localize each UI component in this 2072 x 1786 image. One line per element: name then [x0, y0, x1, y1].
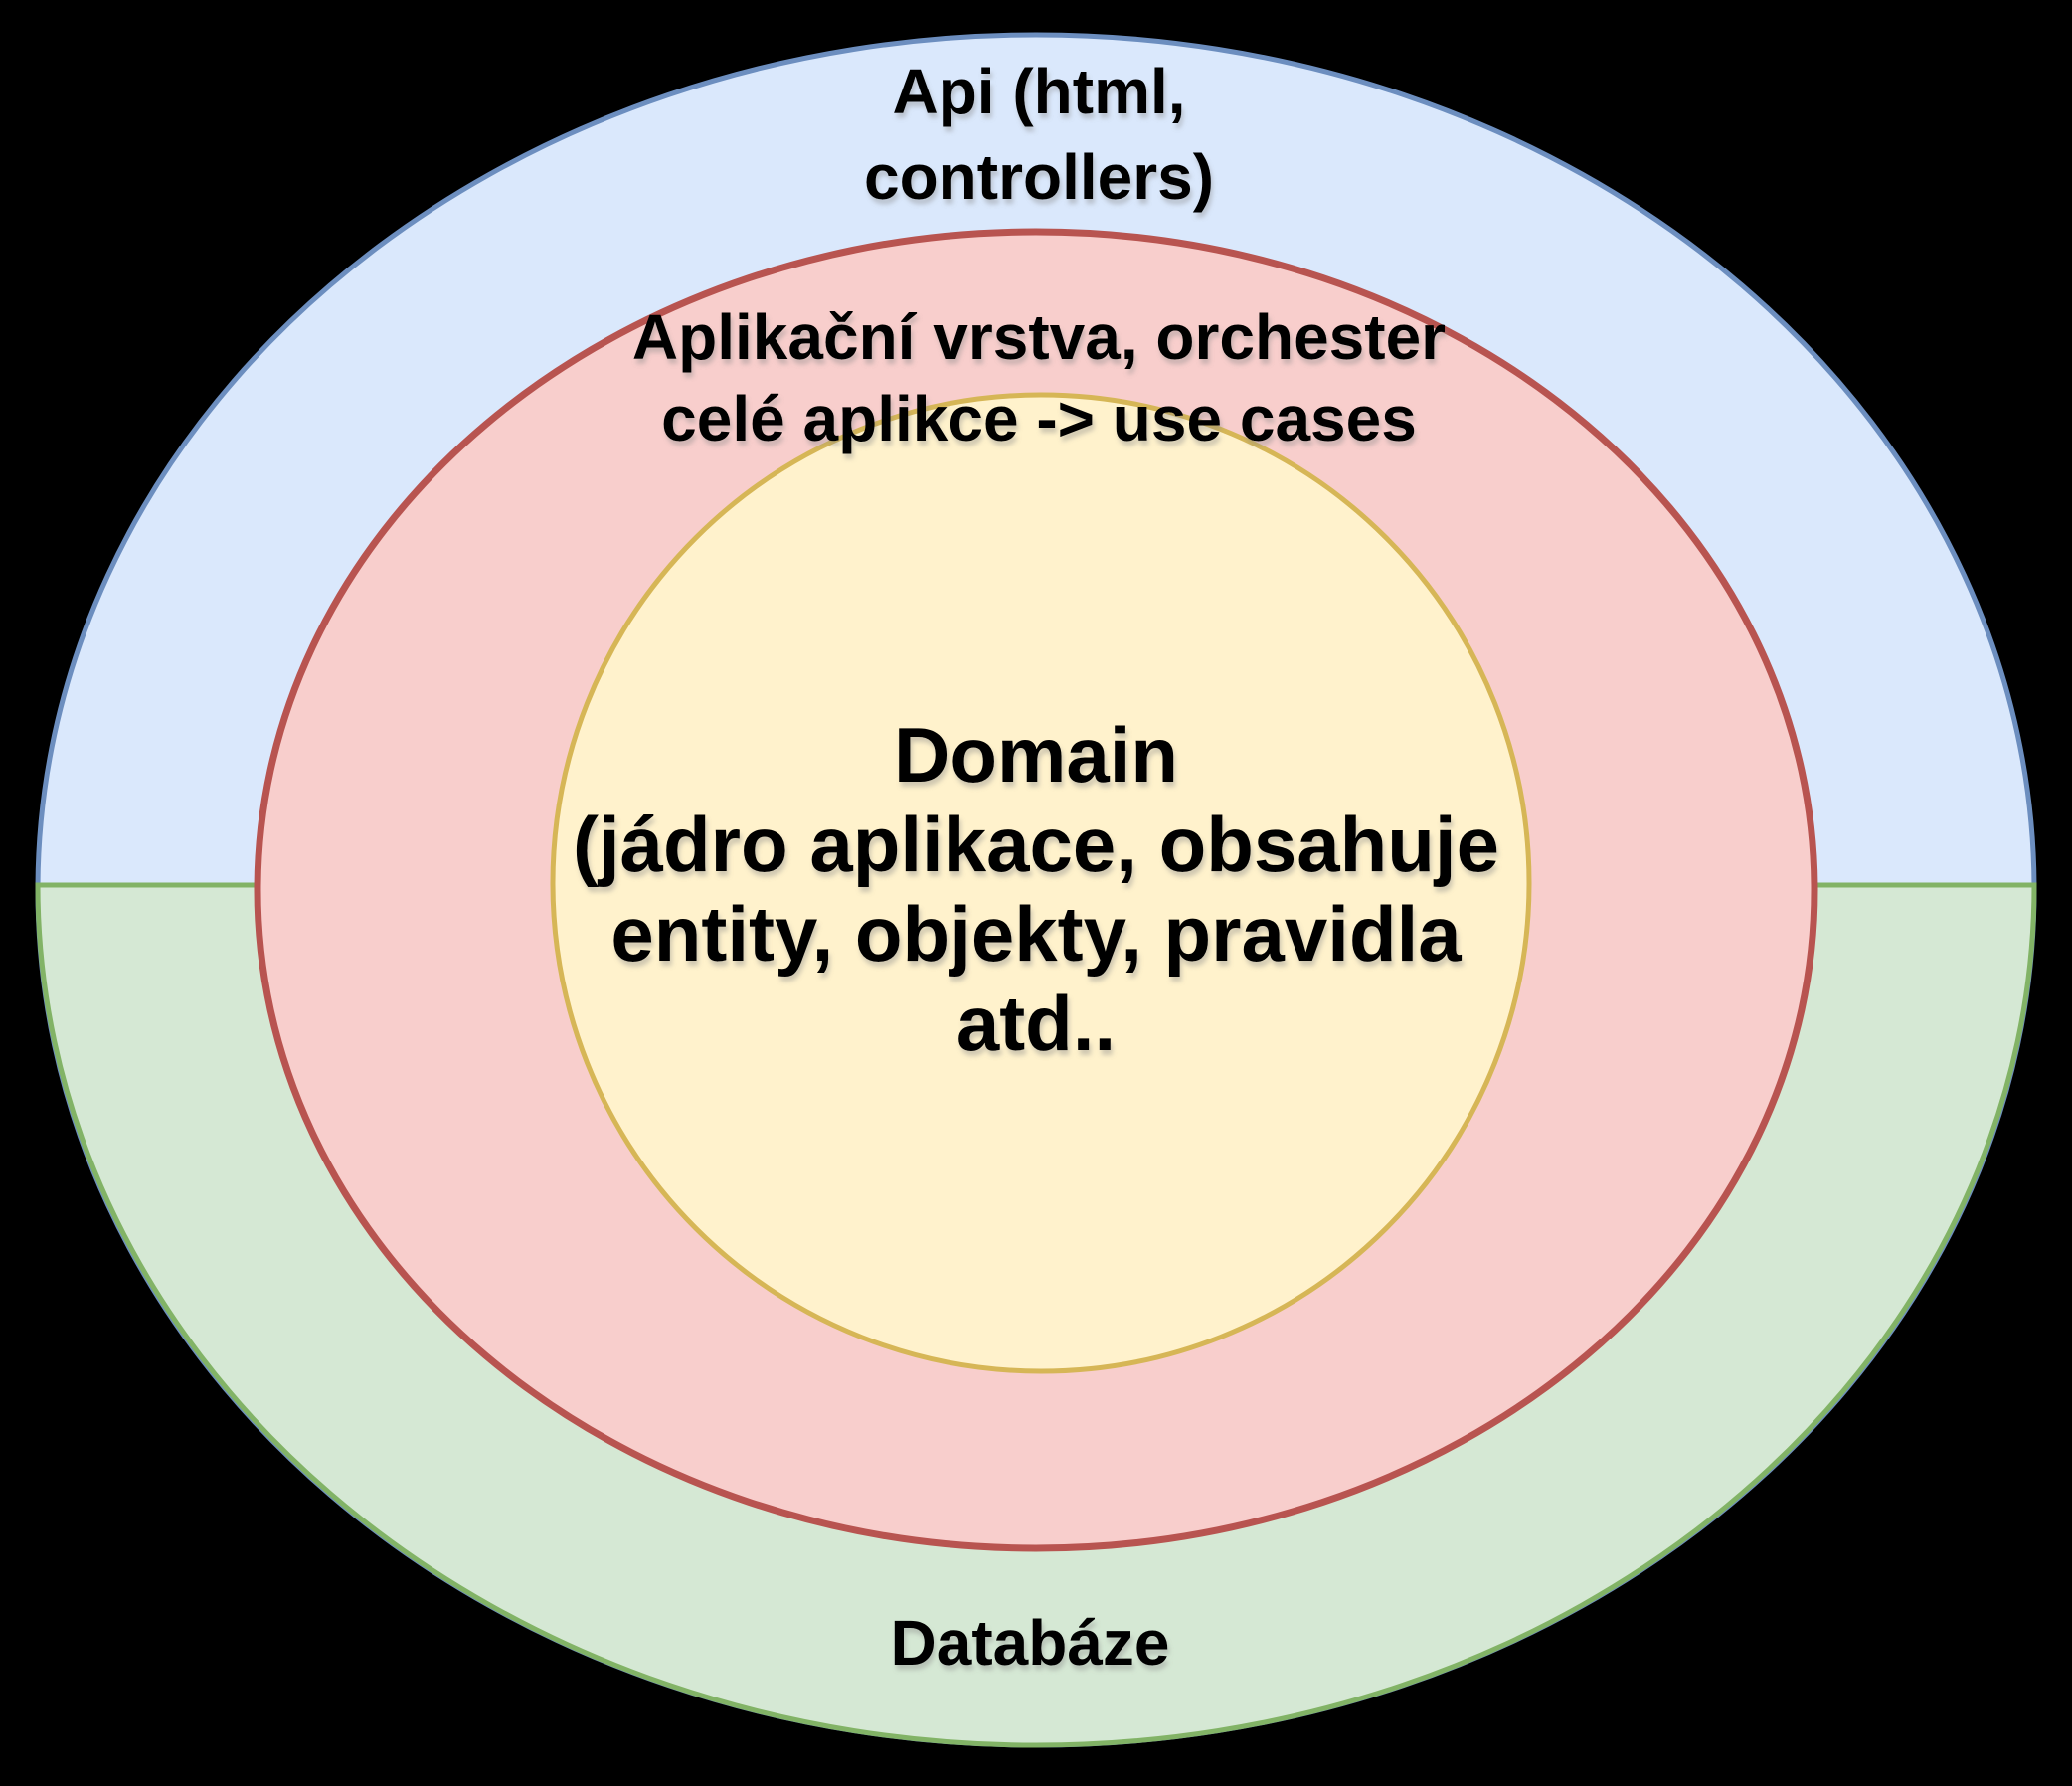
domain-layer-label-line-3: entity, objekty, pravidla: [610, 890, 1462, 978]
domain-layer-circle: [550, 392, 1532, 1374]
api-layer-label-line-1: Api (html,: [892, 56, 1185, 127]
api-layer-label-line-2: controllers): [864, 141, 1214, 213]
domain-layer-label-line-1: Domain: [894, 711, 1178, 799]
application-layer-label-line-2: celé aplikce -> use cases: [661, 383, 1417, 454]
application-layer-label-line-1: Aplikační vrstva, orchester: [632, 301, 1446, 373]
database-layer-label: Databáze: [891, 1607, 1170, 1679]
domain-layer-label-line-2: (jádro aplikace, obsahuje: [573, 801, 1499, 888]
domain-layer-label-line-4: atd..: [956, 980, 1116, 1067]
layer-labels: Api (html, controllers) Aplikační vrstva…: [573, 56, 1499, 1679]
